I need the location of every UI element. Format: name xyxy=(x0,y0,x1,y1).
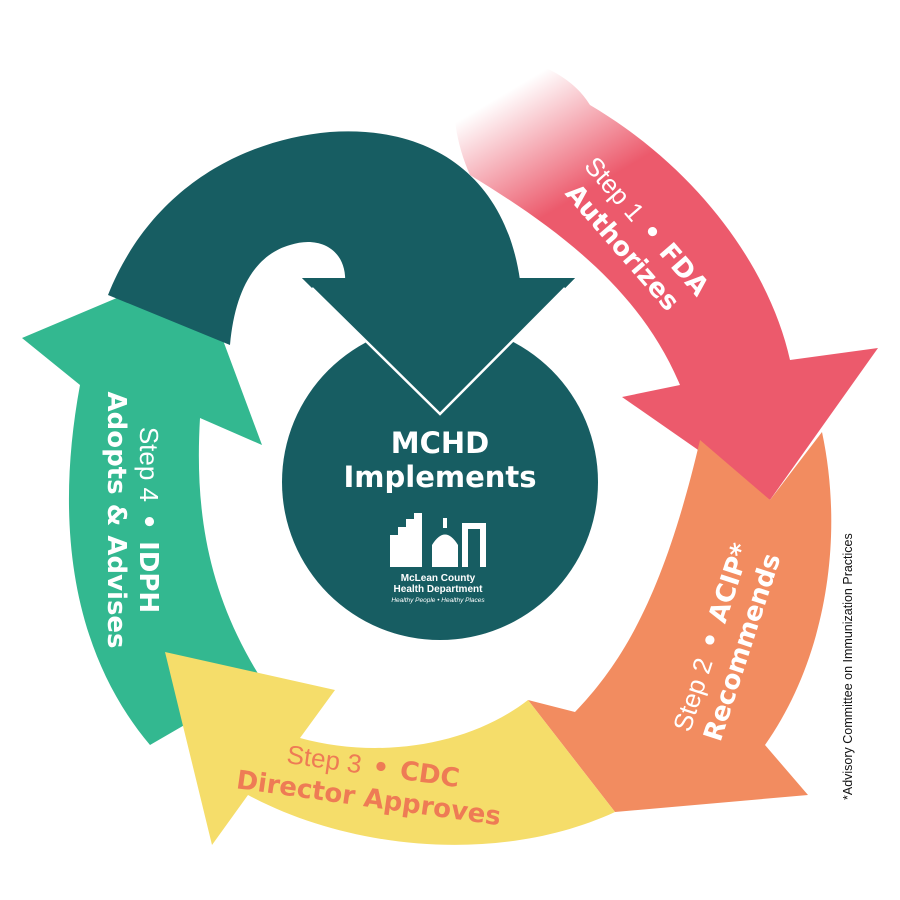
step4-arrow xyxy=(22,265,262,745)
center-circle xyxy=(282,324,598,640)
svg-text:Step 4 • IDPH: Step 4 • IDPH xyxy=(133,427,164,613)
step2-arrow xyxy=(528,432,832,812)
arrowhead-outline xyxy=(311,287,566,416)
footnote: *Advisory Committee on Immunization Prac… xyxy=(841,533,855,800)
step4-step: Step 4 xyxy=(134,427,164,502)
health-department-logo: McLean County Health Department Healthy … xyxy=(390,513,486,604)
step4-action: Adopts & Advises xyxy=(101,391,131,648)
step3-separator: • xyxy=(370,752,391,784)
logo-name-line2: Health Department xyxy=(394,584,484,595)
center-title-line2: Implements xyxy=(343,460,536,494)
step4-separator: • xyxy=(133,513,163,530)
center-title-line1: MCHD xyxy=(391,426,489,460)
logo-name-line1: McLean County xyxy=(401,573,476,584)
capitol-building-icon xyxy=(390,513,486,567)
logo-tagline: Healthy People • Healthy Places xyxy=(391,597,485,604)
step3-arrow xyxy=(165,652,615,845)
implement-arrowhead xyxy=(302,278,575,415)
step4-agency: IDPH xyxy=(133,541,163,613)
step1-arrow xyxy=(453,48,878,500)
step4-label: Step 4 • IDPH Adopts & Advises xyxy=(101,391,164,648)
